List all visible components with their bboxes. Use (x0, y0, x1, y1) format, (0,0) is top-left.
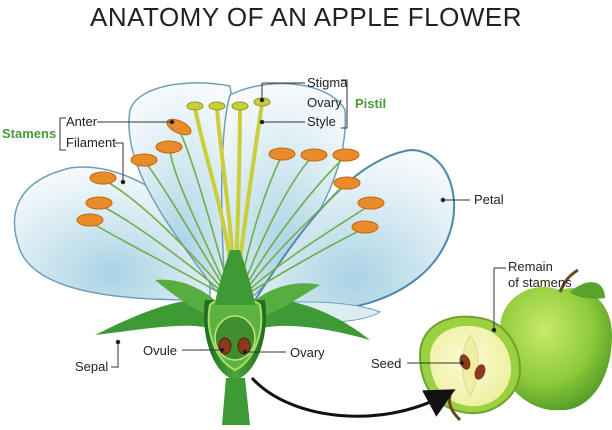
label-stigma: Stigma (307, 75, 348, 90)
sepal-left (95, 299, 215, 335)
seed-2 (474, 364, 486, 380)
apple-half (418, 315, 522, 422)
label-sepal: Sepal (75, 359, 109, 374)
label-pistil: Pistil (355, 96, 387, 111)
label-ovule: Ovule (143, 343, 177, 358)
label-style: Style (307, 114, 336, 129)
label-ovary-bottom: Ovary (290, 345, 325, 360)
label-filament: Filament (66, 135, 116, 150)
label-anter: Anter (66, 114, 98, 129)
seed-1 (459, 354, 471, 370)
label-petal: Petal (474, 192, 504, 207)
label-stamens: Stamens (2, 126, 57, 141)
apple-whole (500, 268, 612, 411)
label-of-stamens: of stamens (508, 275, 572, 290)
stem (222, 378, 250, 425)
label-seed: Seed (371, 356, 402, 371)
sepal-right (255, 299, 370, 340)
label-remain: Remain (508, 259, 553, 274)
development-arrow (250, 376, 456, 418)
diagram-title: ANATOMY OF AN APPLE FLOWER (90, 2, 522, 32)
label-ovary-top: Ovary (307, 95, 342, 110)
anthers (76, 118, 385, 234)
leader-lines (59, 79, 506, 368)
sepal-back-right (250, 283, 320, 320)
